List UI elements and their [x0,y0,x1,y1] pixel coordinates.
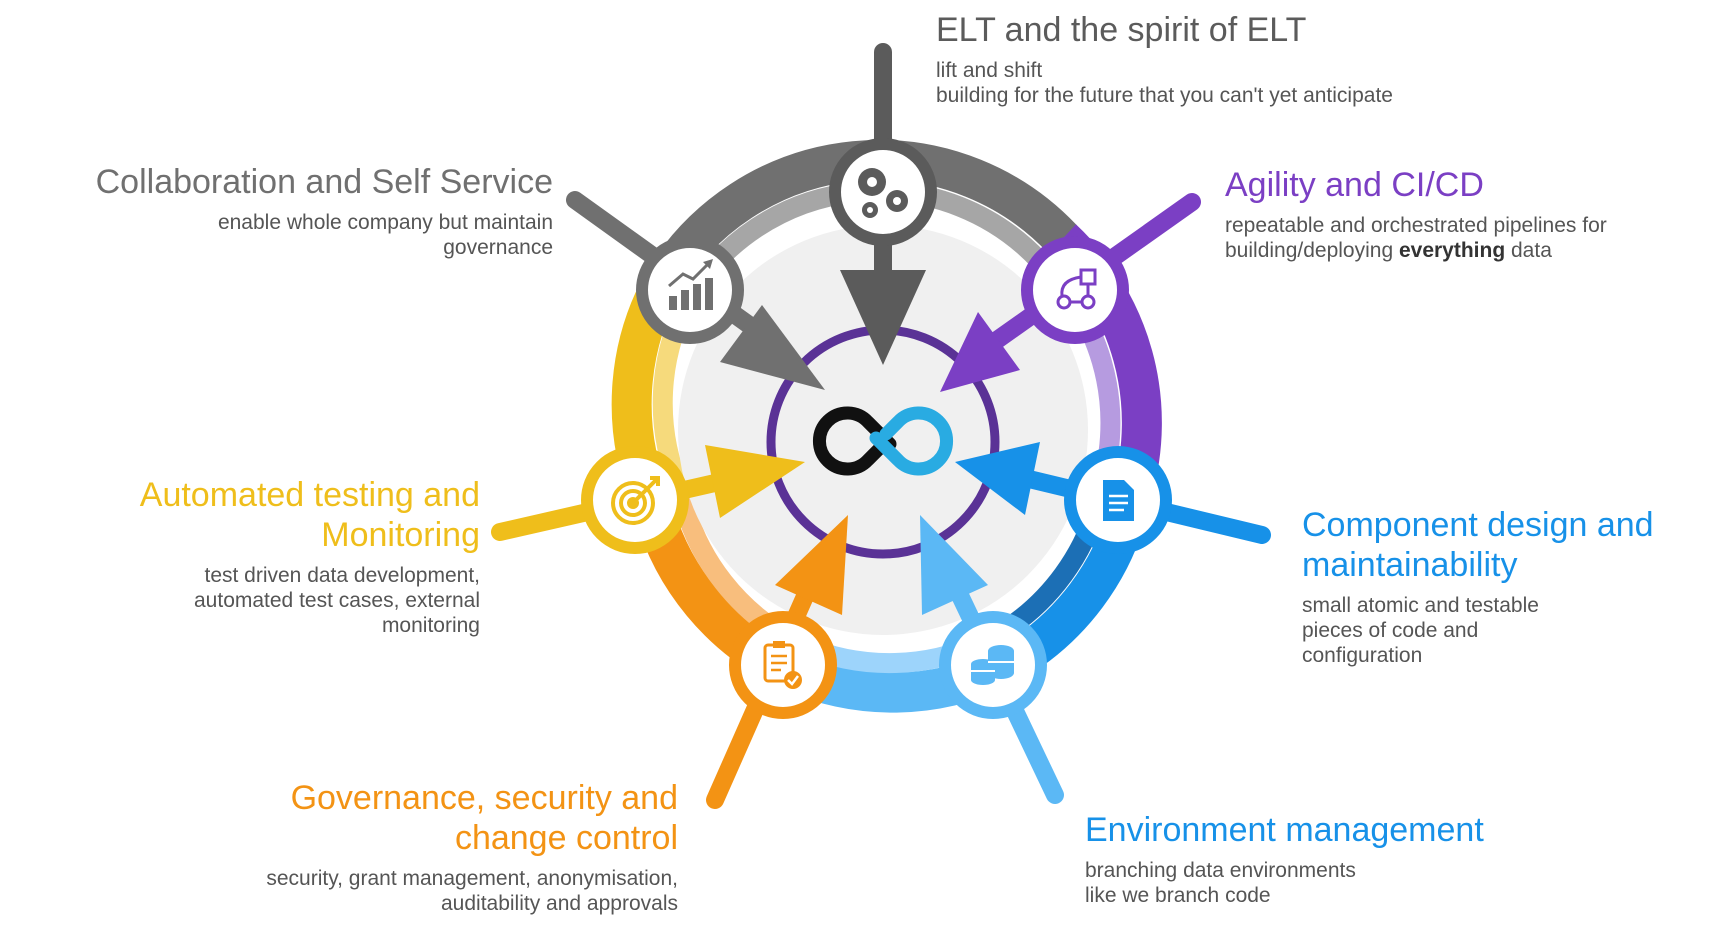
agility-title: Agility and CI/CD [1225,166,1484,204]
badge-environment [939,611,1047,719]
elt-line: lift and shift [936,59,1043,82]
elt-title: ELT and the spirit of ELT [936,11,1307,49]
arrow-testing-head [705,445,805,518]
testing-title: Automated testing and Monitoring [140,475,480,555]
testing-line: test driven data development, [204,564,480,587]
badge-governance [729,611,837,719]
arrow-component-head [955,442,1040,515]
governance-line: auditability and approvals [441,892,678,915]
arrow-collaboration-head [720,305,825,390]
environment-description: branching data environments like we bran… [1085,858,1484,908]
environment-line: branching data environments [1085,859,1356,882]
component-line: pieces of code and [1302,619,1479,642]
badge-elt [829,138,937,246]
elt-description: lift and shift building for the future t… [936,58,1393,108]
section-governance: Governance, security and change control … [266,778,678,916]
testing-line: automated test cases, external [194,589,480,612]
section-testing: Automated testing and Monitoring test dr… [140,475,480,638]
document-icon [1103,480,1134,521]
component-line: small atomic and testable [1302,594,1539,617]
testing-title-line: Monitoring [321,516,480,554]
testing-line: monitoring [381,614,480,637]
collaboration-description: enable whole company but maintain govern… [96,210,553,260]
testing-title-line: Automated testing and [139,476,480,514]
component-title-line: maintainability [1302,546,1518,584]
collaboration-line: governance [443,236,553,259]
collaboration-title: Collaboration and Self Service [95,163,553,201]
governance-title: Governance, security and change control [266,778,678,858]
arrow-governance-head [775,515,848,615]
testing-description: test driven data development, automated … [140,563,480,638]
governance-line: security, grant management, anonymisatio… [266,867,678,890]
arrow-elt-head [840,270,926,365]
component-line: configuration [1302,644,1423,667]
arrow-agility-head [940,312,1020,392]
environment-line: like we branch code [1085,884,1271,907]
section-environment: Environment management branching data en… [1085,810,1484,908]
section-agility: Agility and CI/CD repeatable and orchest… [1225,165,1607,263]
agility-description: repeatable and orchestrated pipelines fo… [1225,213,1607,263]
badge-collaboration [636,236,744,344]
infinity-logo-icon [813,406,953,476]
governance-title-line: Governance, security and [290,779,678,817]
badge-component [1064,446,1172,554]
component-description: small atomic and testable pieces of code… [1302,593,1654,668]
agility-line-text: building/deploying [1225,239,1399,262]
pipeline-icon [1056,268,1097,310]
arrow-environment-head [920,515,988,615]
governance-description: security, grant management, anonymisatio… [266,866,678,916]
gears-icon [858,168,908,218]
elt-line: building for the future that you can't y… [936,84,1393,107]
environment-title: Environment management [1085,811,1484,849]
collaboration-line: enable whole company but maintain [217,211,553,234]
agility-line: repeatable and orchestrated pipelines fo… [1225,214,1607,237]
section-component: Component design and maintainability sma… [1302,505,1654,668]
governance-title-line: change control [454,819,678,857]
section-elt: ELT and the spirit of ELT lift and shift… [936,10,1393,108]
section-collaboration: Collaboration and Self Service enable wh… [96,162,553,260]
agility-line-emphasis: everything [1398,239,1506,262]
clipboard-check-icon [763,641,802,689]
database-icon [971,645,1014,685]
badge-agility [1021,236,1129,344]
component-title: Component design and maintainability [1302,505,1654,585]
agility-line: building/deploying everything data [1225,238,1607,263]
badge-testing [581,446,689,554]
agility-line-text: data [1505,239,1552,262]
growth-chart-icon [668,259,713,310]
target-icon [611,476,660,525]
component-title-line: Component design and [1302,506,1654,544]
